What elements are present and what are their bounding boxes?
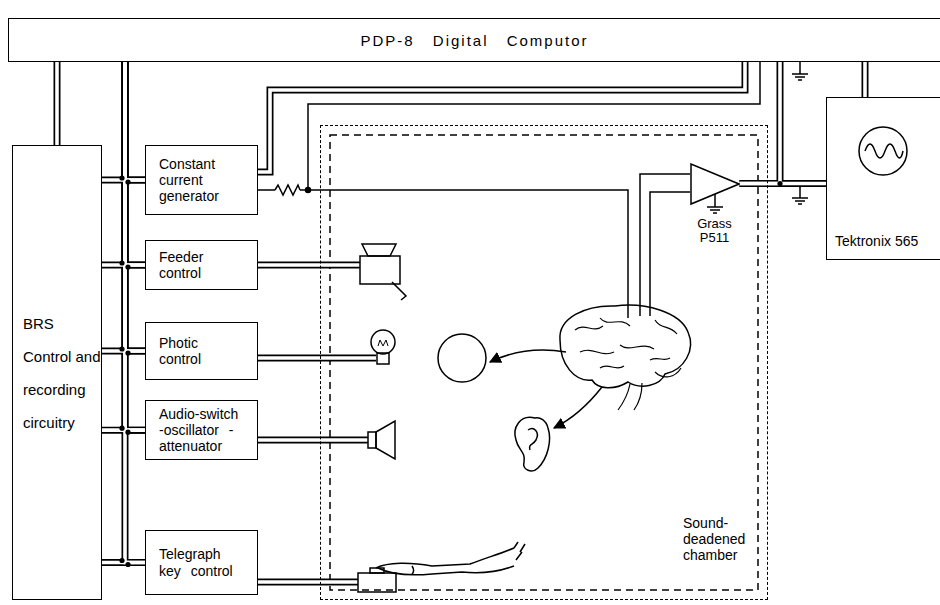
junction-dot <box>125 179 130 184</box>
node-label: Tektronix 565 <box>835 233 918 249</box>
feeder-wire <box>258 262 360 269</box>
cable-gap <box>125 62 145 180</box>
cable-gap <box>258 62 745 172</box>
cable-gap <box>125 62 145 351</box>
signal-cable <box>125 62 145 563</box>
oscilloscope-box: Tektronix 565 <box>826 97 940 260</box>
junction-dot <box>125 562 130 567</box>
process-box: Photic control <box>145 322 258 380</box>
resistor-symbol <box>275 185 300 195</box>
chamber-region: Sound-deadened chamber Grass P511 <box>320 125 768 600</box>
cable-gap <box>740 62 781 184</box>
amplifier-triangle <box>690 163 740 217</box>
stimulus-wire <box>258 190 628 318</box>
feeder-chute <box>392 282 406 300</box>
computer-band: PDP-8 Digital Computor <box>8 18 940 62</box>
ground-symbol <box>707 194 723 213</box>
node-label: Audio-switch -oscillator -attenuator <box>159 406 244 454</box>
control-panel: BRS Control and recording circuitry <box>12 145 102 600</box>
junction-dot <box>119 558 124 563</box>
junction-dot <box>125 350 130 355</box>
node-label: Sound-deadened chamber <box>683 515 753 563</box>
signal-cable <box>54 62 61 145</box>
key-wire <box>258 579 358 586</box>
process-box: Constant current generator <box>145 145 258 215</box>
waveform-trace <box>865 144 903 158</box>
junction-dot <box>777 181 782 186</box>
lamp-base <box>377 353 389 364</box>
process-box: Feeder control <box>145 240 258 290</box>
lamp-bulb <box>371 330 395 354</box>
node-label: PDP-8 Digital Computor <box>360 32 588 49</box>
node-label: Constant current generator <box>159 156 244 204</box>
amplifier-symbol: Grass P511 <box>690 163 740 246</box>
cable-gap <box>258 356 376 360</box>
electrode-lead <box>650 192 690 316</box>
signal-cable <box>740 180 827 187</box>
cable-gap <box>258 263 360 267</box>
junction-dot <box>306 188 311 193</box>
feeder-hopper <box>362 244 396 256</box>
audio-wire <box>258 437 368 444</box>
photic-wire <box>258 355 376 362</box>
node-label: BRS Control and recording circuitry <box>23 307 101 439</box>
signal-cable <box>862 62 869 97</box>
speaker-cone <box>376 421 395 459</box>
cable-gap <box>258 580 358 584</box>
node-label: Telegraph key control <box>159 546 244 578</box>
node-label: Feeder control <box>159 249 244 281</box>
eye-symbol <box>438 334 486 382</box>
junction-dot <box>119 175 124 180</box>
brain-folds <box>575 318 681 410</box>
oscilloscope-screen <box>859 127 907 175</box>
process-box: Telegraph key control <box>145 530 258 595</box>
chamber-inner-wall <box>330 135 758 590</box>
junction-dot <box>119 260 124 265</box>
telegraph-key <box>358 573 396 592</box>
cable-gap <box>125 62 145 430</box>
node-label: Grass P511 <box>690 217 740 246</box>
ear-symbol <box>515 417 550 471</box>
cable-gap <box>55 62 59 145</box>
process-box: Audio-switch -oscillator -attenuator <box>145 400 258 460</box>
lamp-filament <box>378 340 388 346</box>
oscilloscope-screen <box>827 98 940 208</box>
feeder-body <box>360 256 400 284</box>
speaker-magnet <box>368 432 376 448</box>
junction-dot <box>119 346 124 351</box>
auditory-arrow <box>554 387 602 428</box>
ground-symbol <box>792 62 808 80</box>
node-label: Photic control <box>159 335 244 367</box>
signal-cable <box>258 62 745 172</box>
junction-dot <box>119 426 124 431</box>
cable-gap <box>125 62 145 265</box>
junction-dot <box>125 264 130 269</box>
visual-arrow <box>490 350 566 362</box>
cable-gap <box>125 62 145 563</box>
electrode-lead <box>640 174 690 316</box>
hand-drawing <box>376 542 525 575</box>
cable-gap <box>258 438 368 442</box>
junction-dot <box>125 430 130 435</box>
cable-gap <box>863 62 867 97</box>
cable-gap <box>740 182 827 186</box>
brain-outline <box>560 305 691 388</box>
